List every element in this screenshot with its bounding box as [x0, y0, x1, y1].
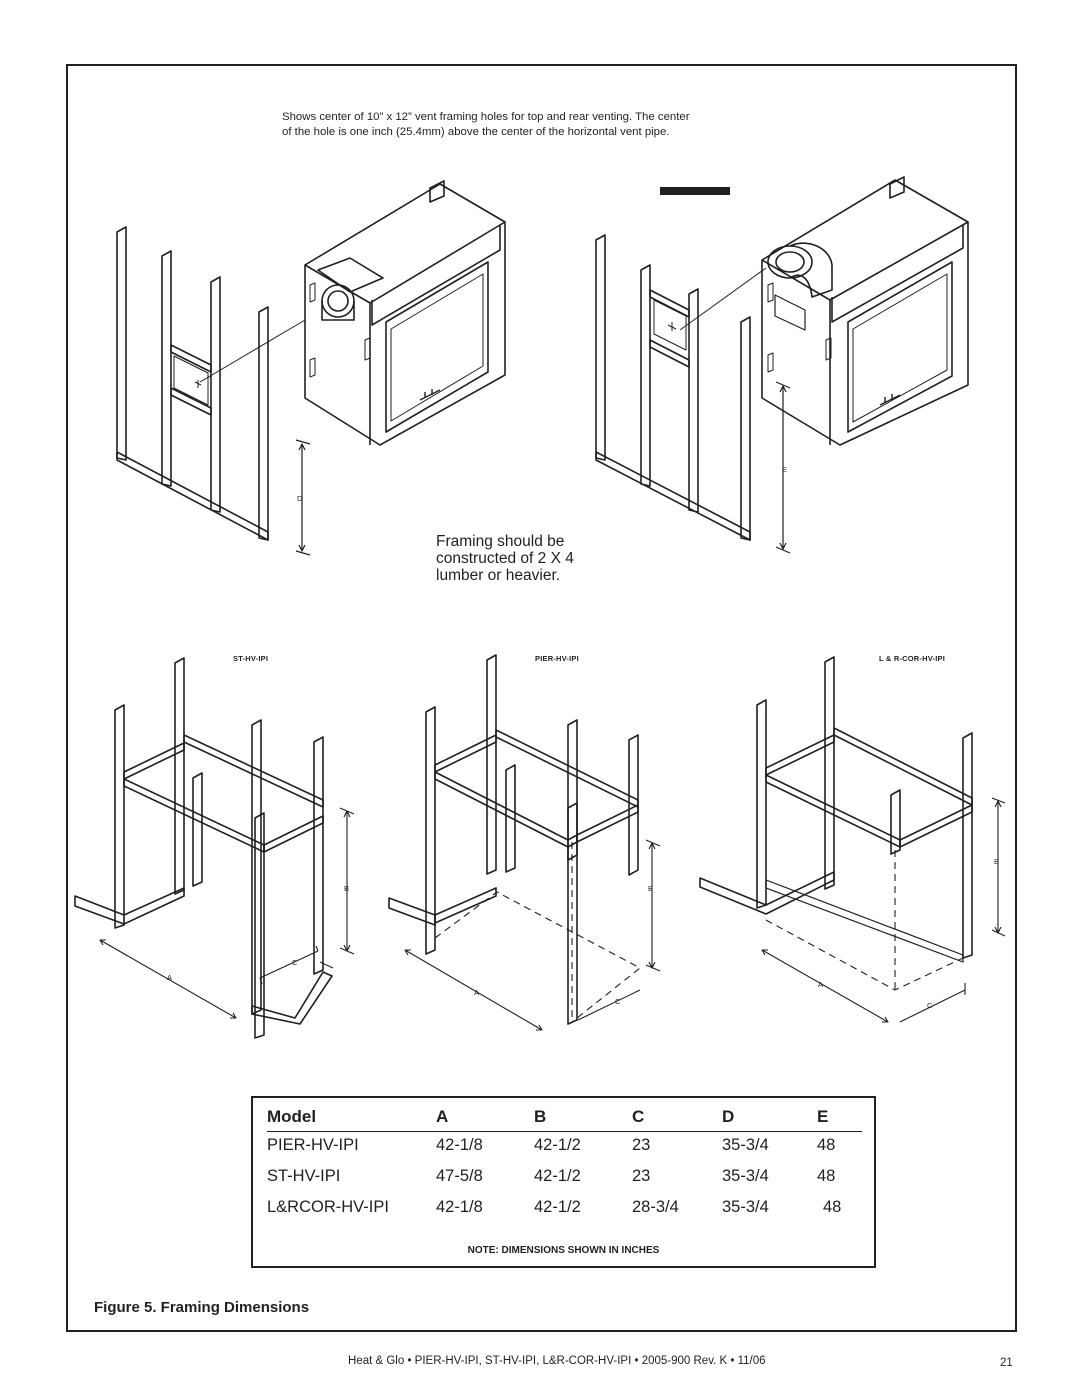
upper-left-wall-frame: [116, 226, 269, 541]
vent-caption-line-1: Shows center of 10” x 12” vent framing h…: [282, 111, 690, 123]
header-e: E: [817, 1107, 829, 1126]
cell-model: ST-HV-IPI: [267, 1167, 341, 1185]
cell-a: 42-1/8: [436, 1136, 483, 1154]
dimension-e: [775, 381, 791, 554]
upper-right-wall-frame: [595, 187, 751, 541]
table-header-rule: [267, 1131, 862, 1132]
page-frame: [66, 64, 1017, 1332]
cell-model: PIER-HV-IPI: [267, 1136, 359, 1154]
page-footer: Heat & Glo • PIER-HV-IPI, ST-HV-IPI, L&R…: [348, 1355, 766, 1367]
cell-b: 42-1/2: [534, 1136, 581, 1154]
cell-b: 42-1/2: [534, 1198, 581, 1216]
dim-label-cor-b: B: [994, 857, 1000, 866]
table-row: L&RCOR-HV-IPI 42-1/8 42-1/2 28-3/4 35-3/…: [267, 1192, 862, 1223]
framing-note: Framing should be constructed of 2 X 4 l…: [436, 533, 616, 584]
cell-d: 35-3/4: [722, 1167, 769, 1185]
table-header-row: Model A B C D E: [267, 1104, 862, 1130]
model-label-st: ST-HV-IPI: [233, 654, 269, 663]
dim-label-pier-b: B: [648, 884, 654, 893]
table-note: NOTE: DIMENSIONS SHOWN IN INCHES: [467, 1245, 660, 1256]
cor-dashed-base: [765, 850, 964, 991]
dimensions-table-box: Model A B C D E PIER-HV-IPI 42-1/8 42-1/…: [251, 1096, 876, 1268]
cell-c: 28-3/4: [632, 1198, 679, 1216]
cell-c: 23: [632, 1136, 651, 1154]
header-b: B: [534, 1107, 547, 1126]
framing-note-line-1: Framing should be: [436, 533, 565, 550]
st-dimensions: [99, 807, 355, 1019]
cell-e: 48: [823, 1198, 842, 1216]
figure-caption: Figure 5. Framing Dimensions: [94, 1299, 310, 1316]
cor-enclosure-frame: [699, 656, 973, 963]
cell-c: 23: [632, 1167, 651, 1185]
header-a: A: [436, 1107, 449, 1126]
cell-e: 48: [817, 1136, 836, 1154]
dim-label-st-c: C: [292, 958, 298, 967]
upper-left-fireplace: [199, 180, 506, 446]
header-model: Model: [267, 1107, 317, 1126]
st-enclosure-frame: [74, 657, 334, 1039]
table-row: ST-HV-IPI 47-5/8 42-1/2 23 35-3/4 48: [267, 1161, 862, 1192]
header-c: C: [632, 1107, 645, 1126]
model-label-pier: PIER-HV-IPI: [535, 654, 579, 663]
page-number: 21: [1000, 1357, 1013, 1369]
table-row: PIER-HV-IPI 42-1/8 42-1/2 23 35-3/4 48: [267, 1130, 862, 1161]
dim-label-cor-c: C: [927, 1001, 933, 1010]
dim-label-pier-c: C: [615, 997, 621, 1006]
dim-label-cor-a: A: [818, 980, 824, 989]
header-d: D: [722, 1107, 735, 1126]
framing-note-line-3: lumber or heavier.: [436, 567, 561, 584]
model-label-cor: L & R-COR-HV-IPI: [879, 654, 945, 663]
dim-label-st-a: A: [167, 973, 173, 982]
cell-e: 48: [817, 1167, 836, 1185]
dimensions-table: Model A B C D E PIER-HV-IPI 42-1/8 42-1/…: [267, 1104, 862, 1223]
vent-caption-line-2: of the hole is one inch (25.4mm) above t…: [282, 126, 670, 138]
pier-dimensions: [404, 839, 661, 1031]
dim-label-d: D: [297, 494, 303, 503]
cor-dimensions: [761, 797, 1006, 1023]
vent-caption: Shows center of 10” x 12” vent framing h…: [282, 110, 822, 140]
cell-model: L&RCOR-HV-IPI: [267, 1198, 389, 1216]
cell-d: 35-3/4: [722, 1198, 769, 1216]
cell-d: 35-3/4: [722, 1136, 769, 1154]
dim-label-st-b: B: [344, 884, 350, 893]
pier-enclosure-frame: [388, 654, 639, 1025]
dimension-d: [295, 439, 311, 556]
cell-a: 42-1/8: [436, 1198, 483, 1216]
dim-label-e: E: [782, 465, 788, 474]
cell-b: 42-1/2: [534, 1167, 581, 1185]
dim-label-pier-a: A: [474, 988, 480, 997]
upper-right-fireplace: [679, 176, 969, 446]
cell-a: 47-5/8: [436, 1167, 483, 1185]
framing-note-line-2: constructed of 2 X 4: [436, 550, 574, 567]
pier-dashed-base: [434, 842, 641, 1023]
